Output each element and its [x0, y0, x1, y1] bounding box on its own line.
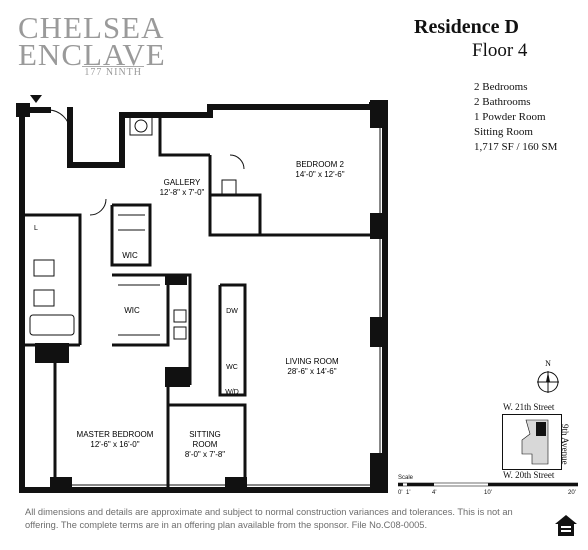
- living-room-dims: 28'-6" x 14'-6": [287, 367, 336, 376]
- scale-tick-10: 10': [484, 490, 492, 496]
- scale-bar: [398, 482, 578, 487]
- bedroom2-dims: 14'-0" x 12'-6": [295, 170, 344, 179]
- wc-label: WC: [226, 364, 238, 371]
- residence-specs: 2 Bedrooms 2 Bathrooms 1 Powder Room Sit…: [474, 80, 557, 155]
- spec-powder-room: 1 Powder Room: [474, 111, 546, 123]
- floor-plan: GALLERY 12'-8" x 7'-0" BEDROOM 2 14'-0" …: [16, 95, 388, 493]
- logo-line-1: CHELSEA: [18, 10, 165, 45]
- chelsea-enclave-logo: CHELSEA ENCLAVE 177 NINTH: [18, 10, 166, 78]
- spec-bedrooms: 2 Bedrooms: [474, 81, 528, 93]
- scale-tick-4: 4': [432, 490, 437, 496]
- residence-title: Residence D: [414, 16, 519, 38]
- wic-1-label: WIC: [122, 251, 138, 260]
- living-room-label: LIVING ROOM: [285, 357, 339, 366]
- sitting-room-label-2: ROOM: [193, 440, 218, 449]
- logo-line-2: ENCLAVE: [18, 37, 166, 72]
- spec-bathrooms: 2 Bathrooms: [474, 96, 531, 108]
- wic-2-label: WIC: [124, 306, 140, 315]
- location-map: [502, 414, 562, 470]
- scale-tick-20: 20': [568, 490, 576, 496]
- scale-tick-0: 0': [398, 490, 403, 496]
- street-north-label: W. 21th Street: [503, 402, 555, 412]
- linen-label: L: [34, 225, 38, 232]
- compass-north-label: N: [545, 359, 551, 368]
- wd-label: W/D: [225, 389, 239, 396]
- scale-label: Scale: [398, 475, 414, 481]
- gallery-label: GALLERY: [164, 178, 201, 187]
- master-bedroom-label: MASTER BEDROOM: [77, 430, 154, 439]
- bedroom2-label: BEDROOM 2: [296, 160, 345, 169]
- residence-floor: Floor 4: [472, 40, 528, 61]
- gallery-dims: 12'-8" x 7'-0": [160, 188, 205, 197]
- sitting-room-dims: 8'-0" x 7'-8": [185, 450, 225, 459]
- compass-icon: N: [537, 359, 559, 393]
- master-bedroom-dims: 12'-6" x 16'-0": [90, 440, 139, 449]
- equal-housing-icon: [555, 515, 577, 536]
- scale-tick-1: 1': [406, 490, 411, 496]
- logo-line-3: 177 NINTH: [82, 66, 144, 78]
- avenue-label: 9th Avenue: [560, 424, 570, 465]
- street-south-label: W. 20th Street: [503, 470, 555, 480]
- spec-area: 1,717 SF / 160 SM: [474, 141, 558, 153]
- sitting-room-label: SITTING: [189, 430, 221, 439]
- disclaimer-text: All dimensions and details are approxima…: [25, 507, 513, 530]
- spec-sitting-room: Sitting Room: [474, 126, 533, 138]
- dw-label: DW: [226, 308, 238, 315]
